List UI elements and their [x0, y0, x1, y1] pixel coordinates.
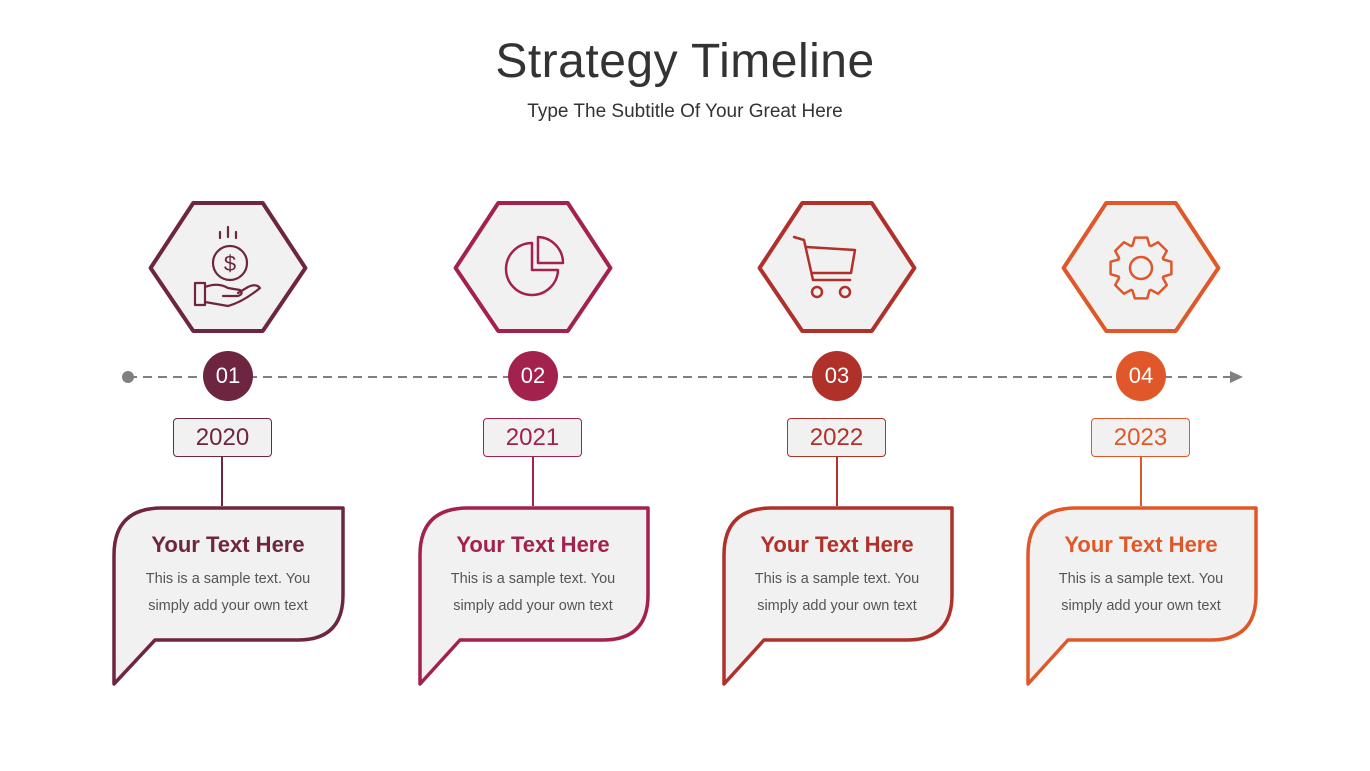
hexagon-frame: [148, 201, 308, 333]
timeline-step-04: 04 2023 Your Text Here This is a sample …: [991, 0, 1291, 771]
description-line-2: simply add your own text: [148, 598, 308, 614]
timeline-step-03: 03 2022 Your Text Here This is a sample …: [687, 0, 987, 771]
description-line-1: This is a sample text. You: [145, 571, 311, 587]
description-line-2: simply add your own text: [453, 598, 613, 614]
step-description: This is a sample text. You simply add you…: [687, 566, 987, 620]
speech-bubble: [418, 506, 650, 686]
svg-text:$: $: [224, 251, 236, 276]
speech-bubble: [1026, 506, 1258, 686]
gear-icon: [1109, 236, 1173, 300]
description-line-2: simply add your own text: [1061, 598, 1221, 614]
description-line-1: This is a sample text. You: [754, 571, 920, 587]
step-heading: Your Text Here: [151, 532, 305, 557]
step-heading: Your Text Here: [760, 532, 914, 557]
year-label: 2021: [483, 418, 582, 457]
step-heading: Your Text Here: [1064, 532, 1218, 557]
hexagon-frame: [1061, 201, 1221, 333]
year-label: 2020: [173, 418, 272, 457]
timeline-step-01: $ 01 2020 Your Text Here This is a sampl…: [78, 0, 378, 771]
hexagon-frame: [757, 201, 917, 333]
year-label: 2023: [1091, 418, 1190, 457]
page-subtitle: Type The Subtitle Of Your Great Here: [527, 101, 843, 122]
description-line-1: This is a sample text. You: [450, 571, 616, 587]
description-line-1: This is a sample text. You: [1058, 571, 1224, 587]
timeline-step-02: 02 2021 Your Text Here This is a sample …: [383, 0, 683, 771]
step-number-badge: 03: [812, 351, 862, 401]
description-line-2: simply add your own text: [757, 598, 917, 614]
speech-bubble: [112, 506, 345, 686]
speech-bubble: [722, 506, 954, 686]
step-heading: Your Text Here: [456, 532, 610, 557]
step-description: This is a sample text. You simply add you…: [991, 566, 1291, 620]
pie-chart-icon: [504, 235, 565, 297]
shopping-cart-icon: [792, 235, 857, 299]
timeline-arrow-icon: [1230, 371, 1243, 383]
step-description: This is a sample text. You simply add you…: [78, 566, 378, 620]
step-number-badge: 04: [1116, 351, 1166, 401]
year-label: 2022: [787, 418, 886, 457]
step-number-badge: 02: [508, 351, 558, 401]
step-description: This is a sample text. You simply add you…: [383, 566, 683, 620]
page-title: Strategy Timeline: [495, 35, 875, 88]
money-hand-icon: $: [193, 225, 262, 308]
step-number-badge: 01: [203, 351, 253, 401]
